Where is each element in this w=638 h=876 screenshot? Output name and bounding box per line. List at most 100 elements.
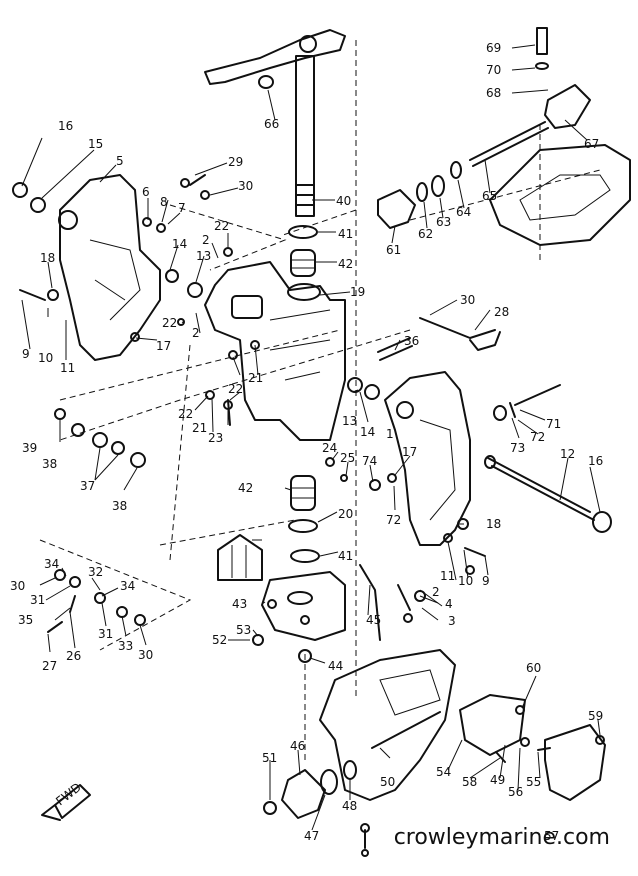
callout-14: 14 (172, 237, 187, 251)
callout-72: 72 (386, 513, 401, 527)
callout-58: 58 (462, 775, 477, 789)
right-clamp-bracket[interactable] (384, 371, 471, 546)
callout-16: 16 (588, 454, 603, 468)
callout-15: 15 (88, 137, 103, 151)
callout-18: 18 (486, 517, 501, 531)
callout-21: 21 (192, 421, 207, 435)
callout-53: 53 (236, 623, 251, 637)
callout-22: 22 (228, 382, 243, 396)
callout-20: 20 (338, 507, 353, 521)
callout-72: 72 (530, 430, 545, 444)
callout-38: 38 (112, 499, 127, 513)
callout-4: 4 (445, 597, 453, 611)
callout-50: 50 (380, 775, 395, 789)
callout-18: 18 (40, 251, 55, 265)
lower-cowling-plate (489, 144, 631, 246)
upper-bushing-set[interactable] (288, 225, 318, 277)
callout-27: 27 (42, 659, 57, 673)
lower-mount-housing[interactable] (261, 571, 346, 641)
callout-59: 59 (588, 709, 603, 723)
callout-49: 49 (490, 773, 505, 787)
callout-2: 2 (202, 233, 210, 247)
callout-65: 65 (482, 189, 497, 203)
callout-39: 39 (22, 441, 37, 455)
callout-11: 11 (440, 569, 455, 583)
tilt-tube[interactable] (377, 337, 612, 533)
trim-rod[interactable] (419, 317, 501, 351)
callout-28: 28 (494, 305, 509, 319)
callout-3: 3 (448, 614, 456, 628)
callout-40: 40 (336, 194, 351, 208)
callout-74: 74 (362, 454, 377, 468)
callout-23: 23 (208, 431, 223, 445)
callout-69: 69 (486, 41, 501, 55)
callout-52: 52 (212, 633, 227, 647)
callout-21: 21 (248, 371, 263, 385)
rear-mount-cover[interactable] (459, 694, 606, 801)
upper-mount-bracket[interactable] (469, 27, 591, 167)
lower-mount-base[interactable] (319, 564, 456, 801)
callout-6: 6 (142, 185, 150, 199)
callout-41: 41 (338, 549, 353, 563)
callout-68: 68 (486, 86, 501, 100)
callout-16: 16 (58, 119, 73, 133)
lower-bushing-set[interactable] (288, 475, 320, 563)
callout-60: 60 (526, 661, 541, 675)
callout-35: 35 (18, 613, 33, 627)
callout-38: 38 (42, 457, 57, 471)
upper-mount-rubber[interactable] (377, 161, 462, 229)
callout-37: 37 (80, 479, 95, 493)
callout-42: 42 (338, 257, 353, 271)
callout-8: 8 (160, 195, 168, 209)
callout-70: 70 (486, 63, 501, 77)
callout-7: 7 (178, 201, 186, 215)
callout-47: 47 (304, 829, 319, 843)
callout-22: 22 (162, 316, 177, 330)
fasteners (19, 174, 605, 857)
callout-64: 64 (456, 205, 471, 219)
callout-66: 66 (264, 117, 279, 131)
callout-32: 32 (88, 565, 103, 579)
callout-61: 61 (386, 243, 401, 257)
callout-29: 29 (228, 155, 243, 169)
front-mount-rubber[interactable] (263, 760, 357, 819)
callout-44: 44 (328, 659, 343, 673)
left-clamp-bracket[interactable] (12, 174, 161, 361)
swivel-bracket[interactable] (204, 261, 346, 441)
callout-30: 30 (238, 179, 253, 193)
callout-2: 2 (432, 585, 440, 599)
assembly-guide-lines (39, 40, 601, 760)
callout-56: 56 (508, 785, 523, 799)
callout-33: 33 (118, 639, 133, 653)
bushing-detail-inset (217, 534, 263, 581)
watermark: crowleymarine.com (393, 825, 610, 850)
callout-11: 11 (60, 361, 75, 375)
callout-9: 9 (22, 347, 30, 361)
callout-9: 9 (482, 574, 490, 588)
callout-17: 17 (402, 445, 417, 459)
callout-10: 10 (38, 351, 53, 365)
callout-45: 45 (366, 613, 381, 627)
steering-arm[interactable] (204, 29, 346, 217)
callout-14: 14 (360, 425, 375, 439)
callout-10: 10 (458, 574, 473, 588)
callout-26: 26 (66, 649, 81, 663)
callout-34: 34 (120, 579, 135, 593)
callout-54: 54 (436, 765, 451, 779)
callout-30: 30 (460, 293, 475, 307)
callout-30: 30 (138, 648, 153, 662)
callout-25: 25 (340, 451, 355, 465)
fwd-arrow: FWD (41, 780, 91, 821)
callout-12: 12 (560, 447, 575, 461)
callout-5: 5 (116, 154, 124, 168)
callout-51: 51 (262, 751, 277, 765)
callout-42: 42 (238, 481, 253, 495)
callout-2: 2 (192, 326, 200, 340)
callout-24: 24 (322, 441, 337, 455)
callout-19: 19 (350, 285, 365, 299)
callout-30: 30 (10, 579, 25, 593)
callout-31: 31 (30, 593, 45, 607)
callout-46: 46 (290, 739, 305, 753)
